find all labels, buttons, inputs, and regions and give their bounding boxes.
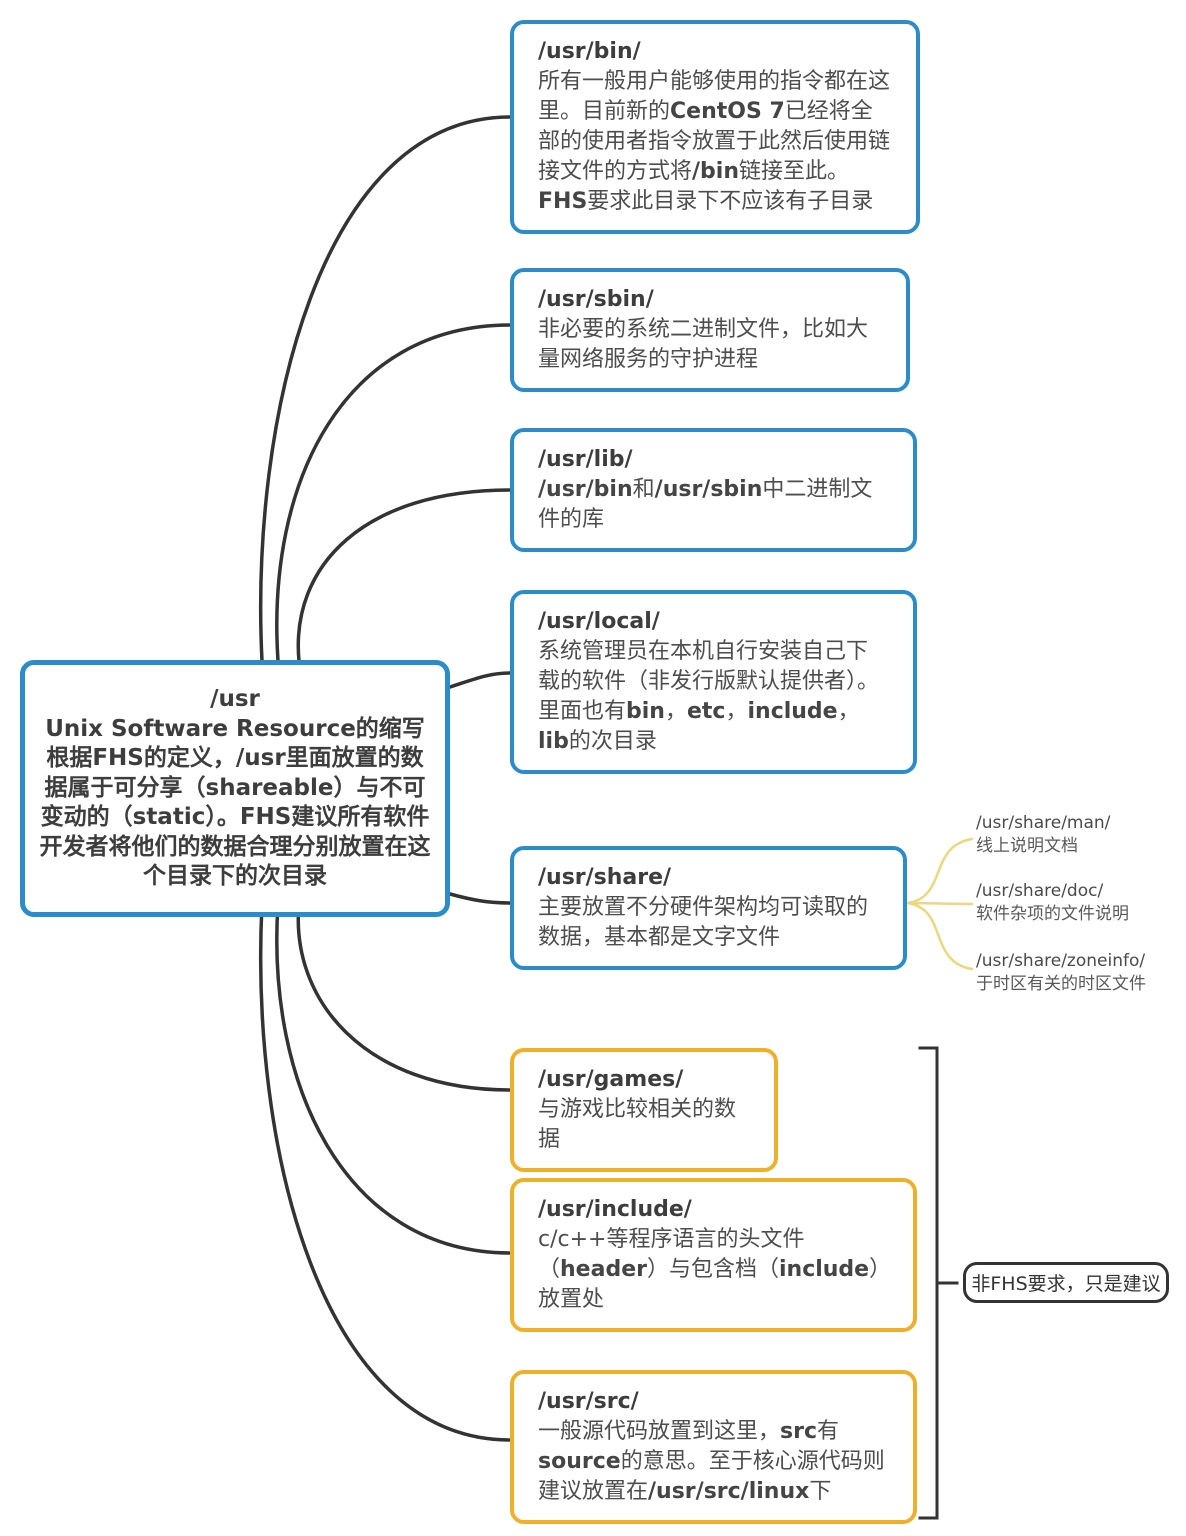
node-usr-src: /usr/src/ 一般源代码放置到这里，src有source的意思。至于核心源… xyxy=(510,1370,917,1524)
connector-usr-bin xyxy=(258,115,512,663)
node-title: /usr/share/ xyxy=(538,865,672,890)
root-title: /usr xyxy=(210,686,260,712)
leaf-desc: 线上说明文档 xyxy=(976,836,1078,856)
connector-usr-local xyxy=(448,671,512,689)
connector-usr-src xyxy=(258,902,512,1442)
connector-usr-games xyxy=(296,902,512,1092)
node-title: /usr/games/ xyxy=(538,1067,684,1092)
leaf-usr-share-man: /usr/share/man/ 线上说明文档 xyxy=(976,812,1186,858)
node-title: /usr/bin/ xyxy=(538,39,641,64)
node-usr-sbin: /usr/sbin/ 非必要的系统二进制文件，比如大量网络服务的守护进程 xyxy=(510,268,910,392)
bracket-label: 非FHS要求，只是建议 xyxy=(963,1262,1169,1303)
root-description: 根据FHS的定义，/usr里面放置的数据属于可分享（shareable）与不可变… xyxy=(39,745,431,889)
node-title: /usr/lib/ xyxy=(538,447,633,472)
node-title: /usr/sbin/ xyxy=(538,287,654,312)
connector-usr-share xyxy=(448,892,512,905)
node-usr-lib: /usr/lib/ /usr/bin和/usr/sbin中二进制文件的库 xyxy=(510,428,917,552)
leaf-usr-share-zoneinfo: /usr/share/zoneinfo/ 于时区有关的时区文件 xyxy=(976,950,1186,996)
connector-share-zoneinfo xyxy=(905,901,974,971)
node-body: c/c++等程序语言的头文件（header）与包含档（include）放置处 xyxy=(538,1227,881,1312)
leaf-usr-share-doc: /usr/share/doc/ 软件杂项的文件说明 xyxy=(976,880,1186,926)
connector-usr-sbin xyxy=(275,323,512,663)
node-title: /usr/src/ xyxy=(538,1389,639,1414)
leaf-path: /usr/share/doc/ xyxy=(976,881,1104,901)
connector-usr-lib xyxy=(296,488,512,663)
node-title: /usr/local/ xyxy=(538,609,660,634)
connector-usr-include xyxy=(275,902,512,1255)
node-body: /usr/bin和/usr/sbin中二进制文件的库 xyxy=(538,477,873,532)
node-body: 系统管理员在本机自行安装自己下载的软件（非发行版默认提供者）。里面也有bin，e… xyxy=(538,639,880,754)
node-body: 与游戏比较相关的数据 xyxy=(538,1097,737,1152)
node-usr-share: /usr/share/ 主要放置不分硬件架构均可读取的数据，基本都是文字文件 xyxy=(510,846,907,970)
leaf-path: /usr/share/man/ xyxy=(976,813,1111,833)
leaf-desc: 于时区有关的时区文件 xyxy=(976,974,1146,994)
node-body: 一般源代码放置到这里，src有source的意思。至于核心源代码则建议放置在/u… xyxy=(538,1419,885,1504)
root-subtitle: Unix Software Resource的缩写 xyxy=(45,715,425,742)
leaf-desc: 软件杂项的文件说明 xyxy=(976,904,1129,924)
connector-share-man xyxy=(905,837,974,905)
leaf-path: /usr/share/zoneinfo/ xyxy=(976,951,1146,971)
node-usr-bin: /usr/bin/ 所有一般用户能够使用的指令都在这里。目前新的CentOS 7… xyxy=(510,20,920,234)
group-bracket xyxy=(918,1046,939,1520)
node-usr-games: /usr/games/ 与游戏比较相关的数据 xyxy=(510,1048,778,1172)
node-title: /usr/include/ xyxy=(538,1197,692,1222)
connector-share-doc xyxy=(905,901,974,906)
node-body: 非必要的系统二进制文件，比如大量网络服务的守护进程 xyxy=(538,317,869,372)
node-usr-local: /usr/local/ 系统管理员在本机自行安装自己下载的软件（非发行版默认提供… xyxy=(510,590,917,774)
node-usr-root: /usr Unix Software Resource的缩写 根据FHS的定义，… xyxy=(20,660,450,917)
node-body: 主要放置不分硬件架构均可读取的数据，基本都是文字文件 xyxy=(538,895,869,950)
node-usr-include: /usr/include/ c/c++等程序语言的头文件（header）与包含档… xyxy=(510,1178,917,1332)
node-body: 所有一般用户能够使用的指令都在这里。目前新的CentOS 7已经将全部的使用者指… xyxy=(538,69,891,214)
